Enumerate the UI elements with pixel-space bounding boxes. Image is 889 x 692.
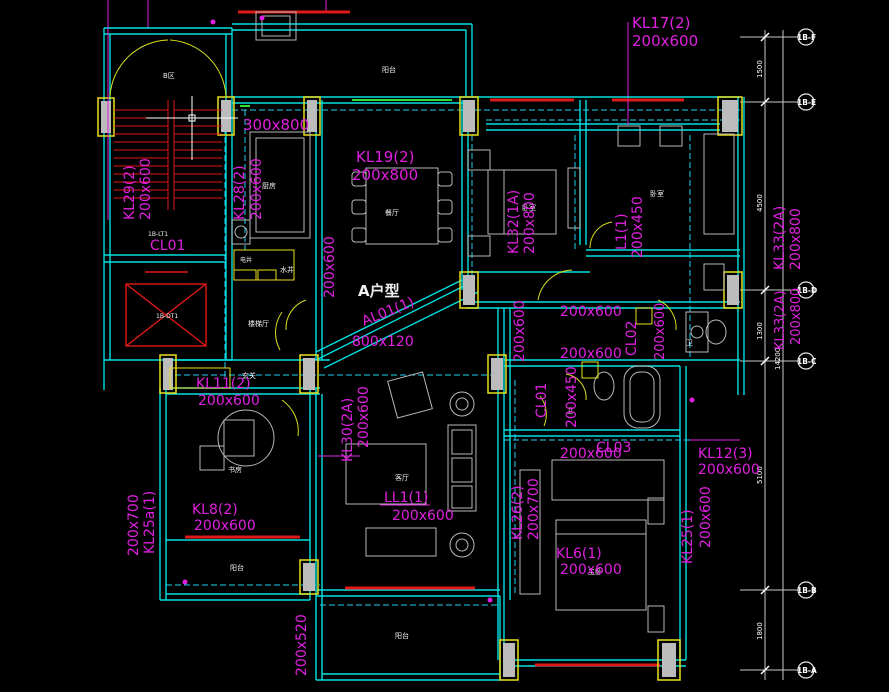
dim-4500: 4500 xyxy=(756,194,764,212)
axis-label-f: 1B-F xyxy=(797,33,816,42)
top-grid-stubs xyxy=(107,0,629,100)
beam-l1: L1(1) xyxy=(614,213,630,250)
beam-kl6: KL6(1) xyxy=(556,546,602,562)
axis-label-c: 1B-C xyxy=(797,357,817,366)
beam-kl25b-size: 200x600 xyxy=(698,486,714,548)
room-bedroom-a: 卧室 xyxy=(522,203,536,212)
furniture xyxy=(199,11,735,633)
beam-kl32-size: 200x800 xyxy=(522,192,538,254)
beam-kl25b: KL25(1) xyxy=(680,509,696,564)
beam-kl17: KL17(2) xyxy=(632,14,691,32)
beam-h200x600b: 200x600 xyxy=(560,346,622,362)
room-water-well: 水井 xyxy=(280,265,294,274)
beam-kl26: KL26(2) xyxy=(510,485,526,540)
beam-v200x520: 200x520 xyxy=(294,614,310,676)
room-kitchen: 厨房 xyxy=(262,181,276,190)
beam-l1-size: 200x450 xyxy=(630,196,646,258)
room-b-zone: B区 xyxy=(163,72,175,80)
beam-cl02: CL02 xyxy=(624,321,640,356)
room-bath-1: 卫 xyxy=(686,339,693,347)
beam-kl25a-size: 200x700 xyxy=(126,494,142,556)
beam-h200x600a: 200x600 xyxy=(560,304,622,320)
dim-14200: 14200 xyxy=(774,348,782,370)
beam-v200x450: 200x450 xyxy=(564,366,580,428)
beam-kl12-size: 200x600 xyxy=(698,462,760,478)
beam-kl6-size: 200x600 xyxy=(560,562,622,578)
axis-dimension-lines xyxy=(740,30,800,680)
room-dining: 餐厅 xyxy=(385,208,399,217)
axis-label-d: 1B-D xyxy=(797,286,817,295)
walls xyxy=(103,23,745,681)
beam-kl28-size: 200x600 xyxy=(249,158,265,220)
elevator-shaft xyxy=(125,271,207,347)
beam-kl17-size: 200x600 xyxy=(632,32,698,50)
beam-kl11: KL11(2) xyxy=(196,376,251,392)
utility-symbols xyxy=(169,249,653,389)
room-balcony-top: 阳台 xyxy=(382,65,396,74)
axis-ticks xyxy=(760,32,770,675)
room-balcony-left: 阳台 xyxy=(230,563,244,572)
beam-al01-size: 800x120 xyxy=(352,334,414,350)
axis-label-e: 1B-E xyxy=(797,98,816,107)
beam-kl19-size: 200x800 xyxy=(352,166,418,184)
beam-ll1: LL1(1) xyxy=(384,490,428,506)
beam-cl01a: CL01 xyxy=(150,238,185,254)
room-elec-well: 电井 xyxy=(240,256,252,264)
beam-annotations: KL17(2) 200x600 300x800 KL19(2) 200x800 … xyxy=(122,14,804,676)
beam-cl01b: CL01 xyxy=(534,383,550,418)
beam-kl30: KL30(2A) xyxy=(340,398,356,462)
beam-kl29-size: 200x600 xyxy=(138,158,154,220)
beam-kl26-size: 200x700 xyxy=(526,478,542,540)
room-foyer: 玄关 xyxy=(242,371,256,380)
room-balcony-bottom: 阳台 xyxy=(395,631,409,640)
column-fills xyxy=(101,100,739,677)
room-elevator-id: 1B-DT1 xyxy=(156,313,178,320)
beam-kl29: KL29(2) xyxy=(122,165,138,220)
room-bath-2: 卫 xyxy=(566,407,573,415)
beam-ll1-size: 200x600 xyxy=(392,508,454,524)
beam-kl11-size: 200x600 xyxy=(198,393,260,409)
dim-5100: 5100 xyxy=(756,466,764,484)
axis-bubbles xyxy=(797,28,815,679)
dim-1800: 1800 xyxy=(756,622,764,640)
room-labels: B区 阳台 厨房 餐厅 卧室 卧室 卫 卫 玄关 楼梯厅 书房 客厅 主卧 阳台… xyxy=(148,65,693,640)
beam-top-size: 300x800 xyxy=(243,116,309,134)
axis-label-a: 1B-A xyxy=(797,666,817,675)
beam-kl8-size: 200x600 xyxy=(194,518,256,534)
green-markers xyxy=(240,99,452,107)
stair-arrows xyxy=(146,96,238,160)
beam-kl25a: KL25a(1) xyxy=(142,491,158,554)
beam-kl30-size: 200x600 xyxy=(356,386,372,448)
beam-kl12: KL12(3) xyxy=(698,446,753,462)
beam-kl8: KL8(2) xyxy=(192,502,238,518)
room-study: 书房 xyxy=(228,465,242,474)
outlet-markers xyxy=(182,15,695,603)
beam-h200x600c: 200x600 xyxy=(560,446,622,462)
beam-kl33b-size: 200x800 xyxy=(789,288,804,345)
beam-kl33b: KL33(2A) xyxy=(773,290,788,350)
room-stair-hall: 楼梯厅 xyxy=(248,319,269,328)
beam-kl33-size: 200x800 xyxy=(788,208,804,270)
room-bedroom-b: 卧室 xyxy=(650,189,664,198)
beam-cl03: CL03 xyxy=(596,440,631,456)
axis-label-b: 1B-B xyxy=(797,586,817,595)
beam-v200x600: 200x600 xyxy=(322,236,338,298)
beam-kl32: KL32(1A) xyxy=(506,190,522,254)
room-master-bedroom: 主卧 xyxy=(588,567,602,576)
door-swings xyxy=(109,39,677,437)
beam-kl33: KL33(2A) xyxy=(772,206,788,270)
beam-kl28: KL28(2) xyxy=(232,165,248,220)
room-stair-id: 1B-LT1 xyxy=(148,231,168,238)
beam-v200x600c: 200x600 xyxy=(653,303,668,360)
unit-type-title: A户型 xyxy=(358,282,400,300)
dim-1300: 1300 xyxy=(756,322,764,340)
leader-lines xyxy=(107,28,740,506)
beam-v200x600b: 200x600 xyxy=(512,300,528,362)
dim-1500: 1500 xyxy=(756,60,764,78)
beam-kl19: KL19(2) xyxy=(356,148,415,166)
room-living: 客厅 xyxy=(395,473,409,482)
